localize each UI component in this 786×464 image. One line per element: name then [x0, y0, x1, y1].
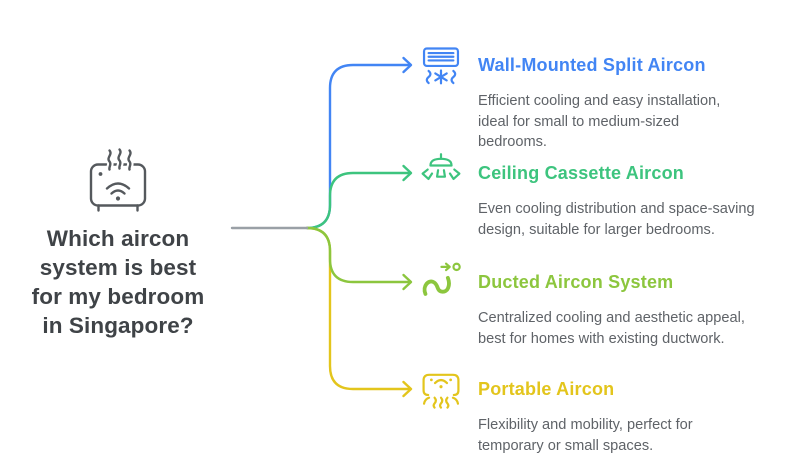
arrowhead-ducted-icon	[402, 273, 413, 291]
central-question: Which aircon system is best for my bedro…	[12, 146, 224, 340]
question-line: Which aircon	[46, 226, 190, 251]
portable-aircon-icon	[419, 367, 463, 411]
question-title: Which aircon system is best for my bedro…	[12, 224, 224, 340]
branch-line-wall-mounted	[305, 63, 411, 230]
option-title: Ceiling Cassette Aircon	[478, 163, 684, 183]
option-title: Wall-Mounted Split Aircon	[478, 55, 706, 75]
branch-line-ceiling-cassette	[305, 171, 411, 230]
option-ducted-system: Ducted Aircon System Centralized cooling…	[419, 260, 786, 349]
option-title: Portable Aircon	[478, 379, 615, 399]
question-line: system is best	[39, 255, 197, 280]
branch-line-ducted	[305, 226, 411, 284]
option-title: Ducted Aircon System	[478, 272, 674, 292]
option-description: Flexibility and mobility, perfect for te…	[478, 417, 693, 454]
wall-mounted-split-aircon-icon	[419, 43, 463, 87]
option-description: Even cooling distribution and space-savi…	[478, 201, 755, 238]
question-line: for my bedroom	[31, 284, 205, 309]
option-wall-mounted-split: Wall-Mounted Split Aircon Efficient cool…	[419, 43, 786, 153]
arrowhead-ceiling-cassette-icon	[402, 164, 413, 182]
arrowhead-portable-icon	[402, 380, 413, 398]
option-description: Efficient cooling and easy installation,…	[478, 93, 721, 150]
option-description: Centralized cooling and aesthetic appeal…	[478, 310, 745, 347]
option-ceiling-cassette: Ceiling Cassette Aircon Even cooling dis…	[419, 151, 786, 240]
ducted-aircon-system-icon	[419, 260, 463, 304]
question-line: in Singapore?	[42, 313, 194, 338]
branch-line-portable	[305, 226, 411, 391]
aircon-device-heat-wifi-icon	[12, 146, 224, 212]
ceiling-cassette-aircon-icon	[419, 151, 463, 195]
option-portable: Portable Aircon Flexibility and mobility…	[419, 367, 786, 456]
arrowhead-wall-mounted-icon	[402, 56, 413, 74]
